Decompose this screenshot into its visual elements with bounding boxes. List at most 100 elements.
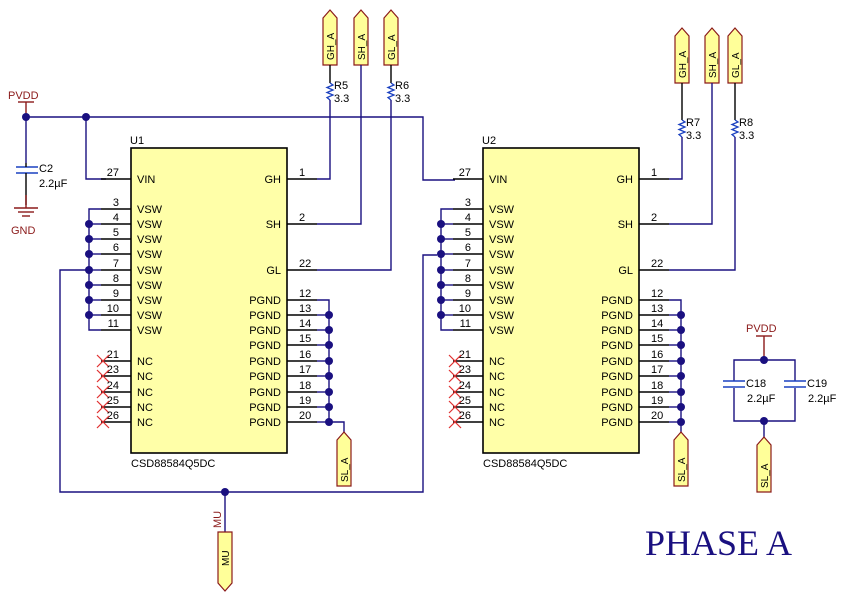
pin-name: PGND (249, 356, 281, 368)
junction-dot (85, 250, 93, 258)
port-label: SH_A (357, 34, 368, 60)
port-gh-a-u1[interactable]: GH_A (322, 9, 338, 66)
pvdd-symbol-left: PVDD (8, 90, 39, 117)
pin-number: 18 (651, 380, 663, 392)
pin-name: PGND (249, 402, 281, 414)
resistor-r8: R83.3 (730, 83, 754, 142)
pin-number: 2 (299, 212, 305, 224)
pin-number: 9 (465, 288, 471, 300)
pin-name: NC (137, 356, 153, 368)
gnd-symbol: GND (11, 195, 38, 237)
capacitor-c2: C2 2.2µF (16, 163, 68, 205)
junction-dot (437, 250, 445, 258)
port-label: GL_A (387, 34, 398, 60)
pin-number: 14 (299, 318, 311, 330)
resistor-r7: R73.3 (677, 83, 701, 142)
port-sh-a-u1[interactable]: SH_A (353, 9, 369, 66)
pin-number: 17 (299, 364, 311, 376)
junction-dot (437, 281, 445, 289)
junction-dot (325, 311, 333, 319)
pin-number: 4 (465, 212, 471, 224)
pin-name: PGND (249, 295, 281, 307)
junction-dot (85, 281, 93, 289)
junction-dot (677, 311, 685, 319)
r6-ref: R6 (395, 80, 409, 92)
pin-name: NC (489, 356, 505, 368)
pin-number: 25 (459, 395, 471, 407)
pin-number: 20 (299, 410, 311, 422)
port-sl-a-u1[interactable]: SL_A (336, 431, 352, 487)
c18-ref: C18 (746, 378, 766, 390)
port-gl-a-u2[interactable]: GL_A (727, 27, 743, 84)
pvdd-label: PVDD (8, 90, 39, 102)
junction-dot (85, 220, 93, 228)
pin-name: GH (265, 174, 282, 186)
pin-number: 21 (459, 349, 471, 361)
pin-name: GH (617, 174, 634, 186)
pin-name: PGND (249, 340, 281, 352)
pin-number: 12 (651, 288, 663, 300)
junction-dot (437, 235, 445, 243)
junction-dot (325, 372, 333, 380)
chip-body (130, 147, 288, 454)
chip-ref: U1 (130, 135, 144, 147)
pin-number: 15 (299, 333, 311, 345)
r6-value: 3.3 (395, 93, 410, 105)
pin-number: 11 (108, 318, 119, 330)
pin-name: VSW (137, 249, 163, 261)
pin-number: 15 (651, 333, 663, 345)
port-sh-a-u2[interactable]: SH_A (704, 27, 720, 84)
junction-dot (85, 266, 93, 274)
port-gl-a-u1[interactable]: GL_A (383, 9, 399, 66)
r5-ref: R5 (334, 80, 348, 92)
pin-name: VIN (137, 174, 155, 186)
pin-number: 18 (299, 380, 311, 392)
port-gh-a-u2[interactable]: GH_A (674, 27, 690, 84)
junction-dot (677, 388, 685, 396)
pin-name: VSW (489, 234, 515, 246)
port-sl-a-u2[interactable]: SL_A (673, 431, 689, 487)
pin-number: 6 (113, 242, 119, 254)
pin-name: VSW (489, 310, 515, 322)
pvdd-label-right: PVDD (746, 323, 777, 335)
pin-number: 14 (651, 318, 663, 330)
pin-name: PGND (601, 402, 633, 414)
pin-number: 26 (107, 410, 119, 422)
pin-number: 24 (459, 380, 471, 392)
port-sl-a-caps[interactable]: SL_A (756, 436, 772, 493)
junction-dot (325, 403, 333, 411)
pin-number: 7 (113, 258, 119, 270)
pin-number: 1 (299, 167, 305, 179)
junction-dot (85, 235, 93, 243)
pin-number: 12 (299, 288, 311, 300)
pin-name: VSW (137, 204, 163, 216)
junction-dot (325, 388, 333, 396)
pin-number: 16 (299, 349, 311, 361)
bypass-caps: C18 2.2µF C19 2.2µF (723, 356, 837, 438)
junction-dot (677, 341, 685, 349)
port-label: SL_A (340, 457, 351, 482)
pin-name: PGND (601, 387, 633, 399)
port-mu[interactable]: MU (217, 531, 233, 592)
gnd-label: GND (11, 225, 36, 237)
